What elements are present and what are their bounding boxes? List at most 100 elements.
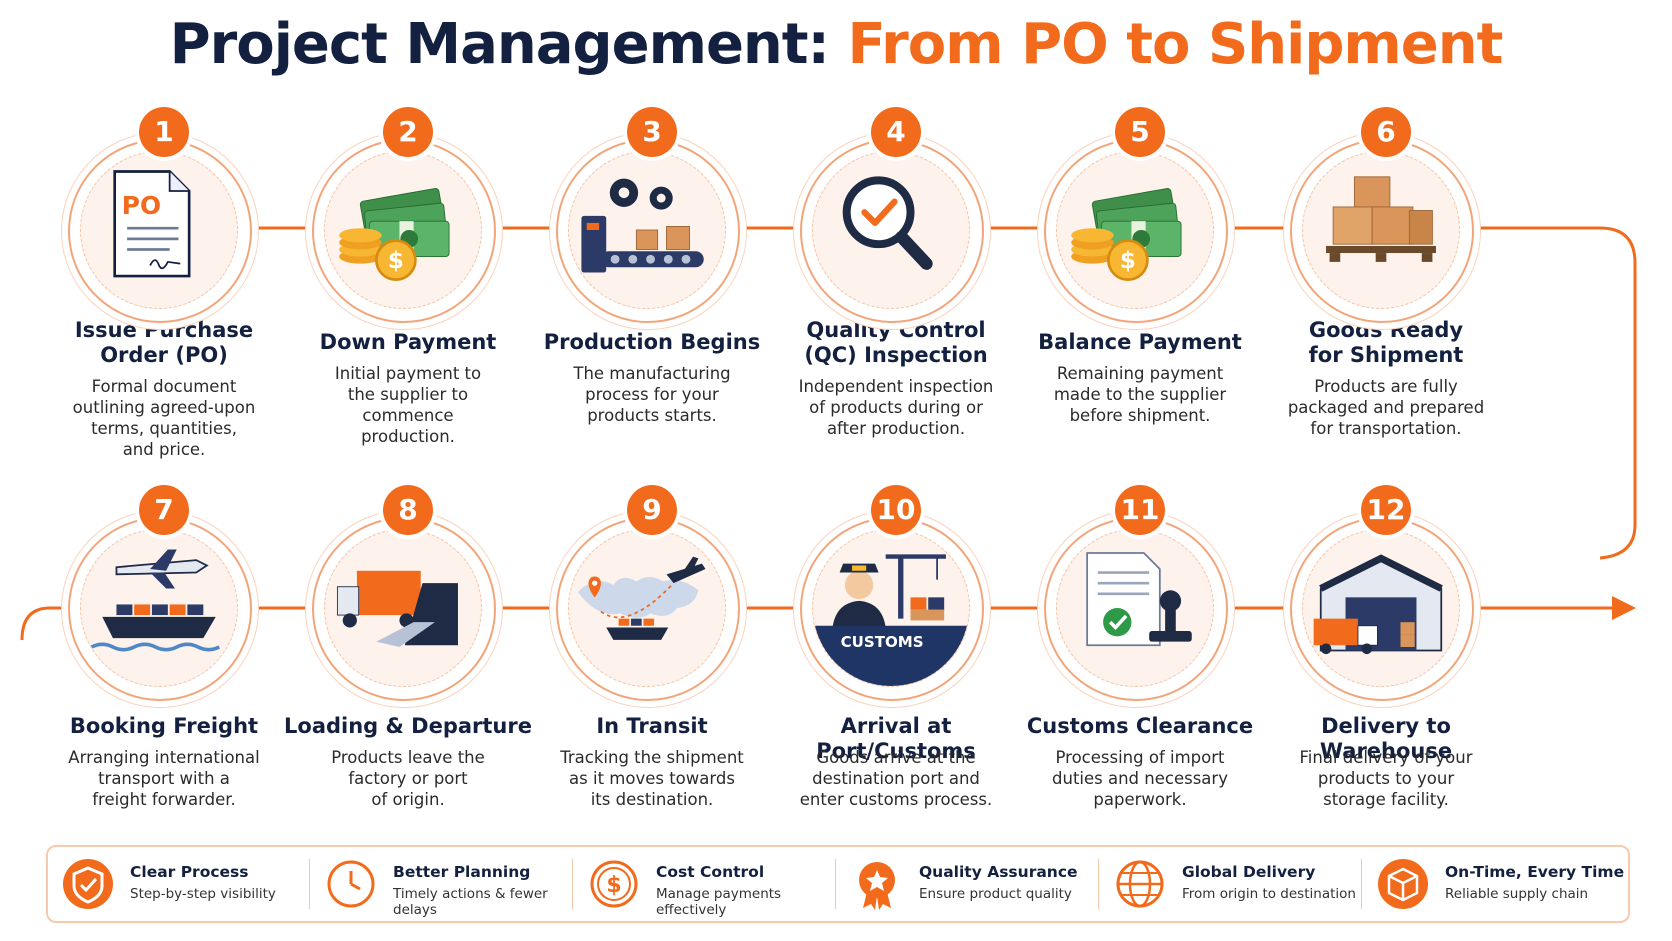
factory-conveyor-icon (581, 178, 704, 273)
step-description-line: the supplier to (347, 385, 469, 404)
step-description-line: destination port and (812, 769, 980, 788)
step-description-line: production. (361, 427, 455, 446)
step-number-badge: 3 (627, 107, 677, 157)
step-number-badge: 2 (383, 107, 433, 157)
step-description-line: Initial payment to (334, 364, 482, 383)
step-description-line: freight forwarder. (92, 790, 236, 809)
step-description-line: transport with a (98, 769, 230, 788)
dollar-coin-icon: $ (590, 860, 638, 908)
benefit-divider (309, 859, 310, 909)
step-description-line: paperwork. (1093, 790, 1187, 809)
step-description-line: packaged and prepared (1287, 398, 1485, 417)
step-description-line: commence (362, 406, 454, 425)
step-description-line: for transportation. (1310, 419, 1462, 438)
step-number-badge: 4 (871, 107, 921, 157)
benefit-description: Ensure product quality (919, 886, 1072, 902)
step-description: Goods arrive at the destination port and e… (766, 747, 1026, 810)
step-number-badge: 5 (1115, 107, 1165, 157)
truck-ship-icon (336, 570, 458, 647)
globe-icon (1116, 860, 1164, 908)
step-title-line: for Shipment (1308, 343, 1464, 367)
benefit-item: Quality Assurance Ensure product quality (837, 847, 1099, 921)
step-title-line: Loading & Departure (284, 714, 532, 738)
benefits-bar: Clear Process Step-by-step visibility Be… (46, 845, 1630, 923)
step-illustration (1044, 517, 1228, 701)
clock-icon (327, 860, 375, 908)
svg-text:CUSTOMS: CUSTOMS (841, 633, 924, 651)
step-illustration: CUSTOMS (800, 517, 984, 701)
step-number-badge: 10 (871, 485, 921, 535)
step-title-line: Down Payment (319, 330, 497, 354)
package-box-icon (1378, 859, 1428, 909)
step-illustration (1290, 517, 1474, 701)
step-number-badge: 1 (139, 107, 189, 157)
step-title-line: (QC) Inspection (804, 343, 988, 367)
step-description-line: its destination. (590, 790, 714, 809)
step-description-line: enter customs process. (799, 790, 993, 809)
step-description-line: outlining agreed-upon (72, 398, 256, 417)
benefit-item: $ Cost Control Manage payments effective… (574, 847, 836, 921)
step-number-badge: 8 (383, 485, 433, 535)
step-description: Products are fully packaged and prepared f… (1256, 376, 1516, 439)
step-title-line: Order (PO) (100, 343, 228, 367)
purchase-order-icon: PO (113, 170, 191, 278)
benefit-description: Manage payments effectively (656, 886, 782, 918)
step-illustration: $ (312, 139, 496, 323)
step-description-line: of products during or (809, 398, 983, 417)
document-stamp-icon (1086, 552, 1192, 647)
row-turn-connector (1470, 226, 1637, 560)
benefit-name: Cost Control (656, 863, 765, 881)
step-title-line: Customs Clearance (1026, 714, 1254, 738)
svg-text:PO: PO (122, 191, 161, 220)
step-title: Balance Payment (1010, 330, 1270, 355)
step-number-badge: 12 (1361, 485, 1411, 535)
magnifier-check-icon (842, 176, 933, 270)
step-illustration: PO (68, 139, 252, 323)
step-illustration (556, 139, 740, 323)
step-illustration: $ (1044, 139, 1228, 323)
step-title: Delivery to Warehouse (1256, 714, 1516, 764)
step-description-line: Goods arrive at the (816, 748, 976, 767)
step-description-line: Final delivery of your (1299, 748, 1473, 767)
step-description: Independent inspection of products during… (766, 376, 1026, 439)
step-title-line: Production Begins (543, 330, 761, 354)
step-description-line: duties and necessary (1052, 769, 1228, 788)
step-title: In Transit (522, 714, 782, 739)
svg-text:$: $ (1120, 248, 1136, 274)
step-title-line: Delivery to Warehouse (1319, 714, 1453, 763)
row2-connector (20, 606, 1625, 641)
benefit-description: Reliable supply chain (1445, 886, 1589, 902)
step-description-line: Processing of import (1055, 748, 1225, 767)
boxes-pallet-icon (1326, 176, 1436, 262)
step-number-badge: 6 (1361, 107, 1411, 157)
benefit-description: Step-by-step visibility (130, 886, 276, 902)
step-description: Processing of import duties and necessary… (1010, 747, 1270, 810)
benefit-description: From origin to destination (1182, 886, 1356, 902)
step-illustration (312, 517, 496, 701)
benefit-divider (835, 859, 836, 909)
step-description: Remaining payment made to the supplier bef… (1010, 363, 1270, 426)
step-description-line: made to the supplier (1053, 385, 1227, 404)
title-part-2: From PO to Shipment (847, 12, 1503, 77)
step-title: Quality Control(QC) Inspection (766, 318, 1026, 368)
step-description-line: Products leave the (331, 748, 485, 767)
warehouse-icon (1313, 554, 1443, 655)
customs-officer-icon: CUSTOMS (813, 554, 969, 686)
step-illustration (1290, 139, 1474, 323)
benefit-name: Quality Assurance (919, 863, 1078, 881)
step-description-line: as it moves towards (569, 769, 735, 788)
step-description-line: before shipment. (1069, 406, 1211, 425)
step-description-line: Remaining payment (1056, 364, 1224, 383)
step-illustration (68, 517, 252, 701)
step-description-line: Independent inspection (798, 377, 994, 396)
step-description-line: terms, quantities, (91, 419, 237, 438)
step-number-badge: 9 (627, 485, 677, 535)
step-description-line: Arranging international (68, 748, 260, 767)
benefit-item: Better Planning Timely actions & fewer d… (311, 847, 573, 921)
step-title-line: Balance Payment (1038, 330, 1242, 354)
step-description-line: Products are fully (1314, 377, 1458, 396)
step-description-line: factory or port (348, 769, 468, 788)
step-description-line: The manufacturing (573, 364, 731, 383)
benefit-divider (1098, 859, 1099, 909)
